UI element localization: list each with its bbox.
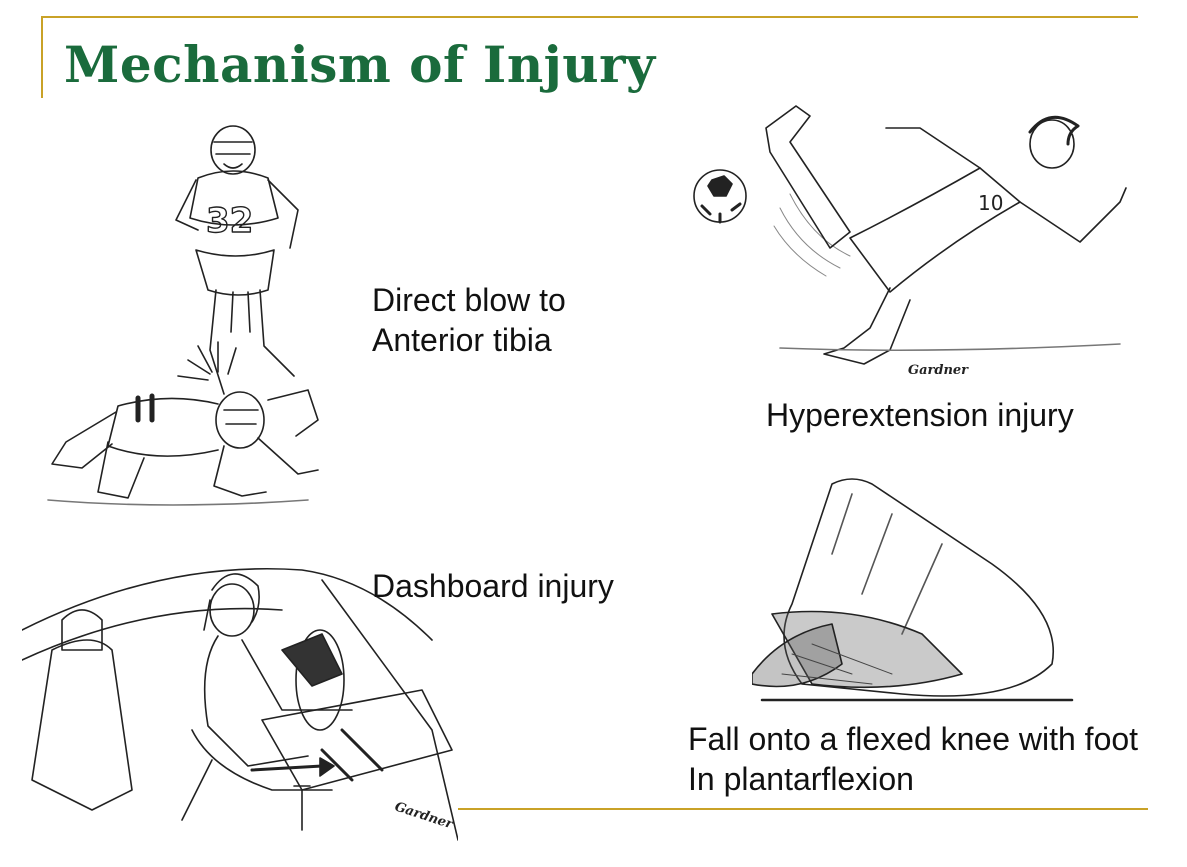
jersey-number: 10 bbox=[978, 191, 1003, 215]
hyperextension-caption: Hyperextension injury bbox=[766, 397, 1074, 433]
kneeling-fall-illustration bbox=[752, 474, 1082, 712]
soccer-kick-illustration: 10 Gardner bbox=[690, 98, 1130, 388]
direct-blow-caption: Direct blow to Anterior tibia bbox=[372, 280, 566, 360]
bottom-rule bbox=[458, 808, 1148, 810]
left-rule bbox=[41, 16, 43, 98]
dashboard-injury-illustration: Gardner bbox=[22, 560, 458, 850]
direct-blow-line-2: Anterior tibia bbox=[372, 322, 552, 358]
kick-signature: Gardner bbox=[908, 363, 969, 378]
dashboard-signature: Gardner bbox=[393, 800, 456, 833]
slide-title: Mechanism of Injury bbox=[64, 35, 656, 94]
fall-caption: Fall onto a flexed knee with foot In pla… bbox=[688, 719, 1138, 799]
top-rule bbox=[41, 16, 1138, 18]
football-tackle-illustration: 32 bbox=[28, 120, 348, 520]
direct-blow-line-1: Direct blow to bbox=[372, 282, 566, 318]
jersey-number: 32 bbox=[206, 201, 253, 241]
dashboard-caption: Dashboard injury bbox=[372, 568, 614, 604]
fall-line-2: In plantarflexion bbox=[688, 761, 914, 797]
fall-line-1: Fall onto a flexed knee with foot bbox=[688, 721, 1139, 757]
